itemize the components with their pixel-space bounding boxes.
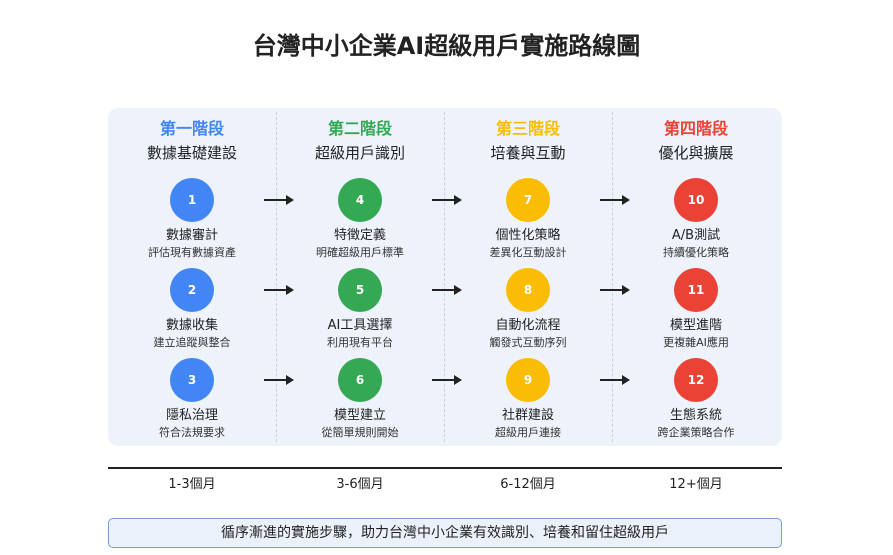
step-number-circle: 9 <box>506 358 550 402</box>
step-name: 自動化流程 <box>495 318 561 333</box>
stage-3-header: 第三階段 培養與互動 <box>444 118 612 164</box>
step-description: 持續優化策略 <box>663 246 729 259</box>
timeline-period: 3-6個月 <box>336 477 384 492</box>
timeline-axis <box>108 467 782 469</box>
step-description: 觸發式互動序列 <box>489 336 567 349</box>
step-number-circle: 10 <box>674 178 718 222</box>
step-12: 12 生態系統 跨企業策略合作 <box>612 358 780 441</box>
arrow-right-icon <box>432 375 462 385</box>
arrow-right-icon <box>600 195 630 205</box>
step-8: 8 自動化流程 觸發式互動序列 <box>444 268 612 351</box>
step-description: 利用現有平台 <box>327 336 393 349</box>
step-number-circle: 3 <box>170 358 214 402</box>
step-number-circle: 2 <box>170 268 214 312</box>
step-name: 社群建設 <box>501 408 554 423</box>
step-description: 建立追蹤與整合 <box>153 336 231 349</box>
step-description: 評估現有數據資產 <box>148 246 236 259</box>
step-10: 10 A/B測試 持續優化策略 <box>612 178 780 261</box>
arrow-right-icon <box>600 285 630 295</box>
step-number-circle: 7 <box>506 178 550 222</box>
stage-title: 第二階段 <box>327 119 392 138</box>
step-description: 跨企業策略合作 <box>657 426 735 439</box>
roadmap-panel <box>108 108 782 446</box>
diagram-title: 台灣中小企業AI超級用戶實施路線圖 <box>252 32 641 60</box>
step-description: 明確超級用戶標準 <box>316 246 404 259</box>
step-number-circle: 1 <box>170 178 214 222</box>
step-name: 特徵定義 <box>333 228 386 243</box>
timeline-period: 1-3個月 <box>168 477 216 492</box>
step-9: 9 社群建設 超級用戶連接 <box>444 358 612 441</box>
arrow-right-icon <box>600 375 630 385</box>
stage-title: 第三階段 <box>495 119 560 138</box>
step-name: 隱私治理 <box>165 408 218 423</box>
stage-4-header: 第四階段 優化與擴展 <box>612 118 780 164</box>
arrow-right-icon <box>432 285 462 295</box>
step-number-circle: 8 <box>506 268 550 312</box>
step-description: 符合法規要求 <box>159 426 225 439</box>
step-description: 超級用戶連接 <box>495 426 561 439</box>
step-6: 6 模型建立 從簡單規則開始 <box>276 358 444 441</box>
stage-title: 第四階段 <box>663 119 728 138</box>
step-number-circle: 12 <box>674 358 718 402</box>
stage-2-header: 第二階段 超級用戶識別 <box>276 118 444 164</box>
step-name: 模型建立 <box>333 408 386 423</box>
stage-subtitle: 優化與擴展 <box>658 144 734 162</box>
step-3: 3 隱私治理 符合法規要求 <box>108 358 276 441</box>
step-1: 1 數據審計 評估現有數據資產 <box>108 178 276 261</box>
step-description: 更複雜AI應用 <box>663 336 729 349</box>
step-name: A/B測試 <box>671 228 721 243</box>
stage-1-header: 第一階段 數據基礎建設 <box>108 118 276 164</box>
step-2: 2 數據收集 建立追蹤與整合 <box>108 268 276 351</box>
step-name: 模型進階 <box>669 318 722 333</box>
step-name: 生態系統 <box>669 408 722 423</box>
stage-subtitle: 數據基礎建設 <box>146 144 237 162</box>
stage-subtitle: 培養與互動 <box>490 144 566 162</box>
step-7: 7 個性化策略 差異化互動設計 <box>444 178 612 261</box>
step-name: 數據收集 <box>165 318 218 333</box>
stage-divider <box>276 112 277 442</box>
step-number-circle: 11 <box>674 268 718 312</box>
stage-divider <box>444 112 445 442</box>
arrow-right-icon <box>432 195 462 205</box>
stage-title: 第一階段 <box>159 119 224 138</box>
step-name: AI工具選擇 <box>327 318 393 333</box>
footer-note: 循序漸進的實施步驟，助力台灣中小企業有效識別、培養和留住超級用戶 <box>108 518 782 548</box>
step-name: 數據審計 <box>165 228 218 243</box>
step-number-circle: 4 <box>338 178 382 222</box>
stage-divider <box>612 112 613 442</box>
arrow-right-icon <box>264 285 294 295</box>
step-11: 11 模型進階 更複雜AI應用 <box>612 268 780 351</box>
stage-subtitle: 超級用戶識別 <box>314 144 405 162</box>
timeline-period: 6-12個月 <box>500 477 556 492</box>
step-description: 從簡單規則開始 <box>321 426 399 439</box>
step-description: 差異化互動設計 <box>489 246 567 259</box>
step-5: 5 AI工具選擇 利用現有平台 <box>276 268 444 351</box>
arrow-right-icon <box>264 375 294 385</box>
step-4: 4 特徵定義 明確超級用戶標準 <box>276 178 444 261</box>
step-number-circle: 6 <box>338 358 382 402</box>
arrow-right-icon <box>264 195 294 205</box>
step-name: 個性化策略 <box>495 228 561 243</box>
step-number-circle: 5 <box>338 268 382 312</box>
timeline-period: 12+個月 <box>669 477 723 492</box>
